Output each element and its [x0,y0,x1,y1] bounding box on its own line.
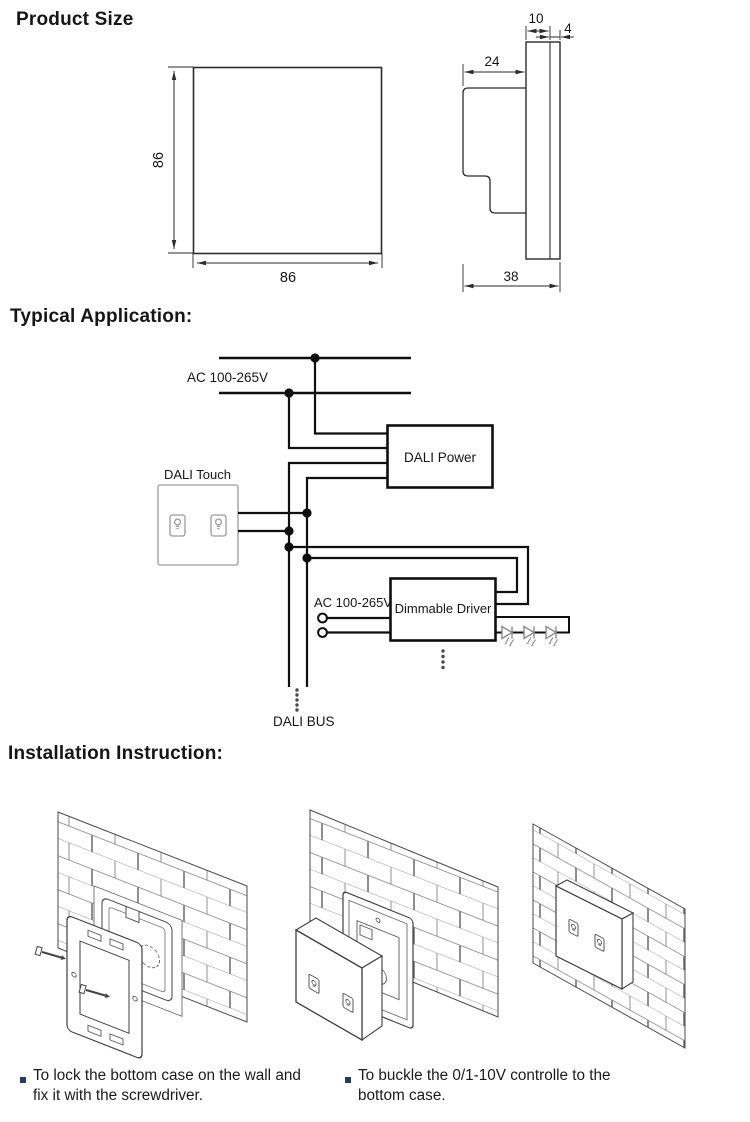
more-drivers-ellipsis [441,649,445,670]
bottom-case-frame [66,915,143,1059]
touch-panel-3d [294,917,384,1042]
driver-mains-label: AC 100-265V [314,595,392,610]
mains-terminal [317,627,328,638]
side-panel-outline [525,41,561,260]
caption-line: bottom case. [358,1087,446,1104]
caption-bullet [20,1077,26,1083]
dimmable-driver-label: Dimmable Driver [395,601,492,616]
front-panel-outline [192,66,383,255]
dali-bus-wire-b [305,476,387,687]
caption-step-2: To buckle the 0/1-10V controlle to the b… [358,1066,658,1106]
caption-line: To lock the bottom case on the wall and [33,1067,301,1084]
dimmable-driver-box [389,577,497,642]
touch-button-1 [568,919,579,937]
dali-touch-label: DALI Touch [164,467,231,482]
wire [289,545,530,606]
wire [307,556,519,594]
caption-line: fix it with the screwdriver. [33,1087,204,1104]
install-step-2 [294,809,499,1042]
wire [287,393,387,450]
wiring-diagram: AC 100-265V DALI Power DALI Touch [157,353,570,729]
dali-bus-label: DALI BUS [273,714,335,729]
mains-terminal [317,612,328,624]
product-size-heading: Product Size [16,9,134,30]
side-dim-38: 38 [503,269,518,284]
brick-wall [309,809,499,1018]
side-dim-24: 24 [484,54,500,69]
touch-panel-outline [157,484,239,566]
dali-power-label: DALI Power [404,450,477,465]
dali-touch-panel: DALI Touch [157,467,239,566]
install-step-3 [532,823,686,1049]
front-width-dimension: 86 [280,270,296,286]
touch-button-1 [169,514,186,537]
side-dim-10: 10 [528,11,543,26]
mains-label: AC 100-265V [187,370,268,385]
install-step-1 [34,811,248,1059]
touch-button-2 [210,514,227,537]
caption-step-1: To lock the bottom case on the wall and … [33,1066,333,1106]
screw [78,983,111,998]
touch-button-1 [308,974,320,994]
front-height-dimension: 86 [151,152,167,168]
product-size-drawing: 86 86 10 4 24 [151,11,574,292]
installation-illustrations [34,809,686,1059]
front-view-drawing: 86 86 [151,66,383,286]
side-dim-4: 4 [564,21,572,36]
touch-button-2 [342,993,354,1013]
touch-button-2 [594,934,605,952]
wire [313,358,387,435]
side-view-drawing: 10 4 24 38 [462,11,574,292]
installed-panel [554,879,635,991]
mains-lines: AC 100-265V [187,353,411,398]
screw [34,945,67,960]
caption-line: To buckle the 0/1-10V controlle to the [358,1067,611,1084]
dali-power-box [386,424,494,489]
installation-heading: Installation Instruction: [8,743,224,764]
led-chain [495,616,570,647]
typical-application-heading: Typical Application: [10,306,193,327]
dali-bus-wire-a [287,461,387,687]
side-backbox-outline [462,87,526,214]
bus-continues-ellipsis [295,688,299,712]
caption-bullet [345,1077,351,1083]
